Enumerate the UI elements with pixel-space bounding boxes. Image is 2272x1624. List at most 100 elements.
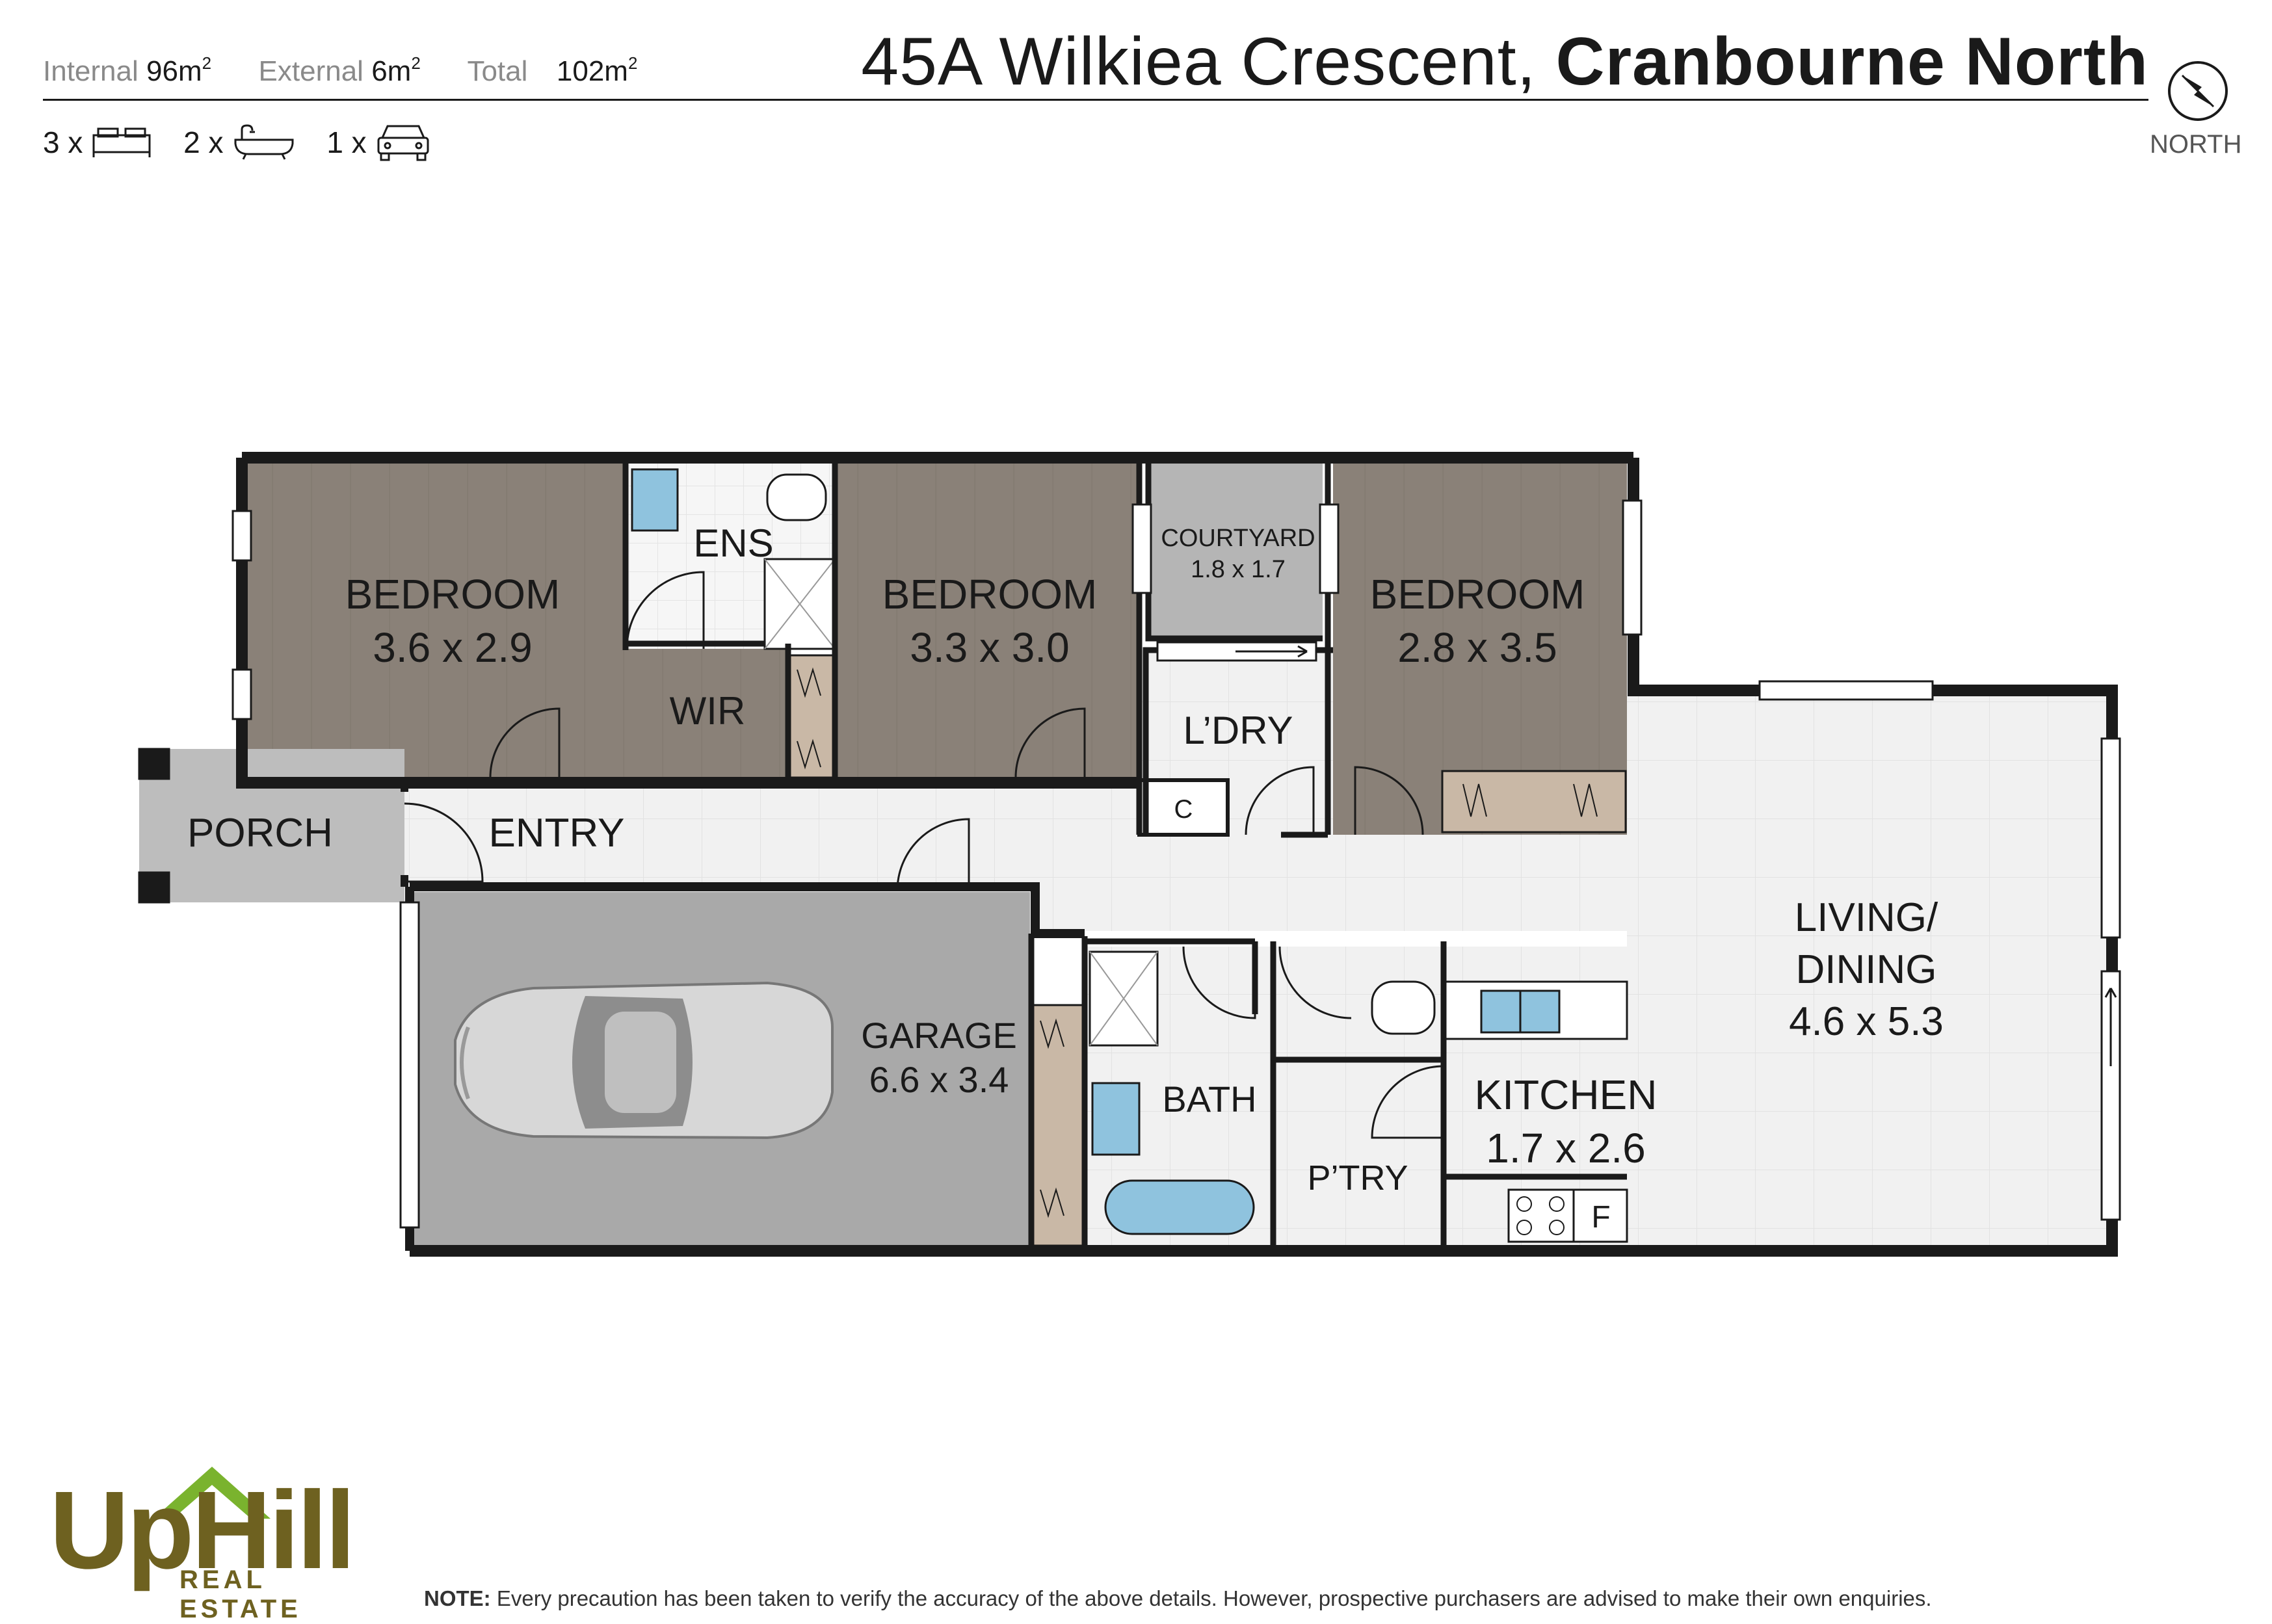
north-label: NORTH [2150,130,2242,159]
exterior-wall-left [236,458,1139,789]
living-floor [975,696,2107,1246]
robe-garage [1029,1004,1086,1247]
disclaimer: NOTE: Every precaution has been taken to… [424,1586,1932,1611]
bathtub [1104,1179,1255,1235]
courtyard-size: 1.8 x 1.7 [1191,556,1286,583]
interior-walls [622,458,1627,1251]
porch-post-bottom [138,871,170,904]
bedroom2-floor [835,463,1139,778]
garage-door [399,901,420,1229]
door-bedroom1 [489,707,561,778]
ens-vanity [631,468,679,532]
ens-label: ENS [693,521,773,565]
window-bedroom3-b [1622,499,1643,636]
property-address: 45A Wilkiea Crescent, Cranbourne North [861,23,2148,101]
logo-subtitle: REAL ESTATE [179,1565,302,1623]
window-bedroom3-a [1319,503,1340,594]
pantry-label: P’TRY [1307,1159,1408,1198]
fridge-label: F [1591,1200,1610,1235]
compass-icon [2168,61,2228,121]
laundry-cupboard [1137,778,1230,837]
car-count-text: 1 x [326,125,367,159]
window-living-right [2100,737,2121,939]
door-ens [626,571,705,649]
internal-value: 96m [146,55,202,87]
cupboard-label: C [1174,795,1193,824]
window-bedroom1-b [231,668,252,720]
entry-label: ENTRY [488,811,624,856]
bath-vanity [1091,1082,1141,1156]
bedroom-count-text: 3 x [43,125,83,159]
address-street: 45A Wilkiea Crescent, [861,24,1537,99]
car-icon [377,125,429,161]
total-superscript: 2 [627,53,638,73]
porch-label: PORCH [187,811,333,856]
robe-bedroom3 [1441,770,1627,833]
disclaimer-label: NOTE: [424,1586,491,1610]
fridge-space [1572,1188,1628,1243]
garage-size: 6.6 x 3.4 [869,1059,1009,1100]
living-label-line1: LIVING/ [1795,895,1938,940]
total-label: Total [467,55,528,87]
courtyard-label: COURTYARD [1161,525,1315,552]
bedroom1-size: 3.6 x 2.9 [373,624,533,671]
logo-roof-icon [153,1467,271,1519]
living-size: 4.6 x 5.3 [1789,999,1944,1044]
external-value: 6m [371,55,412,87]
garage-label: GARAGE [861,1015,1017,1056]
bed-icon [92,127,151,157]
disclaimer-text: Every precaution has been taken to verif… [496,1586,1932,1610]
bedroom-count: 3 x [43,125,152,160]
window-bedroom2 [1131,503,1152,594]
agency-logo: UpHill REAL ESTATE [49,1454,356,1623]
pantry-floor [1273,1060,1444,1246]
bathroom-count-text: 2 x [183,125,224,159]
windows [138,499,2121,1229]
bedroom3-size: 2.8 x 3.5 [1397,624,1557,671]
bath-icon [234,124,294,160]
logo-name: UpHill [49,1469,356,1592]
header-divider [43,99,2148,101]
external-label: External [258,55,363,87]
living-label-line2: DINING [1796,947,1937,992]
bedroom2-label: BEDROOM [882,571,1098,618]
external-superscript: 2 [411,53,421,73]
door-bedroom3 [1354,766,1424,835]
internal-label: Internal [43,55,139,87]
bedroom3-label: BEDROOM [1370,571,1585,618]
bedroom1-floor [247,463,626,778]
wir-floor [626,649,788,778]
bathroom-count: 2 x [183,124,295,161]
fixtures [631,468,1628,1243]
door-garage [896,818,970,891]
total-value: 102m [556,55,628,87]
address-suburb: Cranbourne North [1555,24,2148,99]
door-wc [1278,946,1352,1019]
porch-floor [139,749,404,902]
bedroom2-size: 3.3 x 3.0 [910,624,1070,671]
car-count: 1 x [326,122,430,163]
door-bath [1182,946,1256,1019]
bedroom1-label: BEDROOM [345,571,561,618]
car-image [454,981,834,1140]
ens-toilet [766,473,827,521]
porch-post-top [138,748,170,780]
kitchen-size: 1.7 x 2.6 [1486,1125,1646,1172]
bath-label: BATH [1162,1079,1256,1120]
walls [236,452,2118,1257]
wir-label: WIR [670,689,746,733]
garage-top-wall [410,882,1085,938]
window-bedroom1-a [231,510,252,562]
kitchen-cooktop [1507,1188,1575,1243]
doors [404,571,1444,1139]
internal-superscript: 2 [202,53,212,73]
laundry-label: L’DRY [1183,709,1293,752]
wc-toilet [1371,980,1436,1035]
courtyard-floor [1151,463,1323,638]
door-pantry [1371,1065,1444,1139]
feature-counts: 3 x 2 x 1 x [43,122,454,163]
door-entry [404,802,484,883]
kitchen-label: KITCHEN [1475,1071,1658,1118]
door-laundry [1245,766,1315,835]
